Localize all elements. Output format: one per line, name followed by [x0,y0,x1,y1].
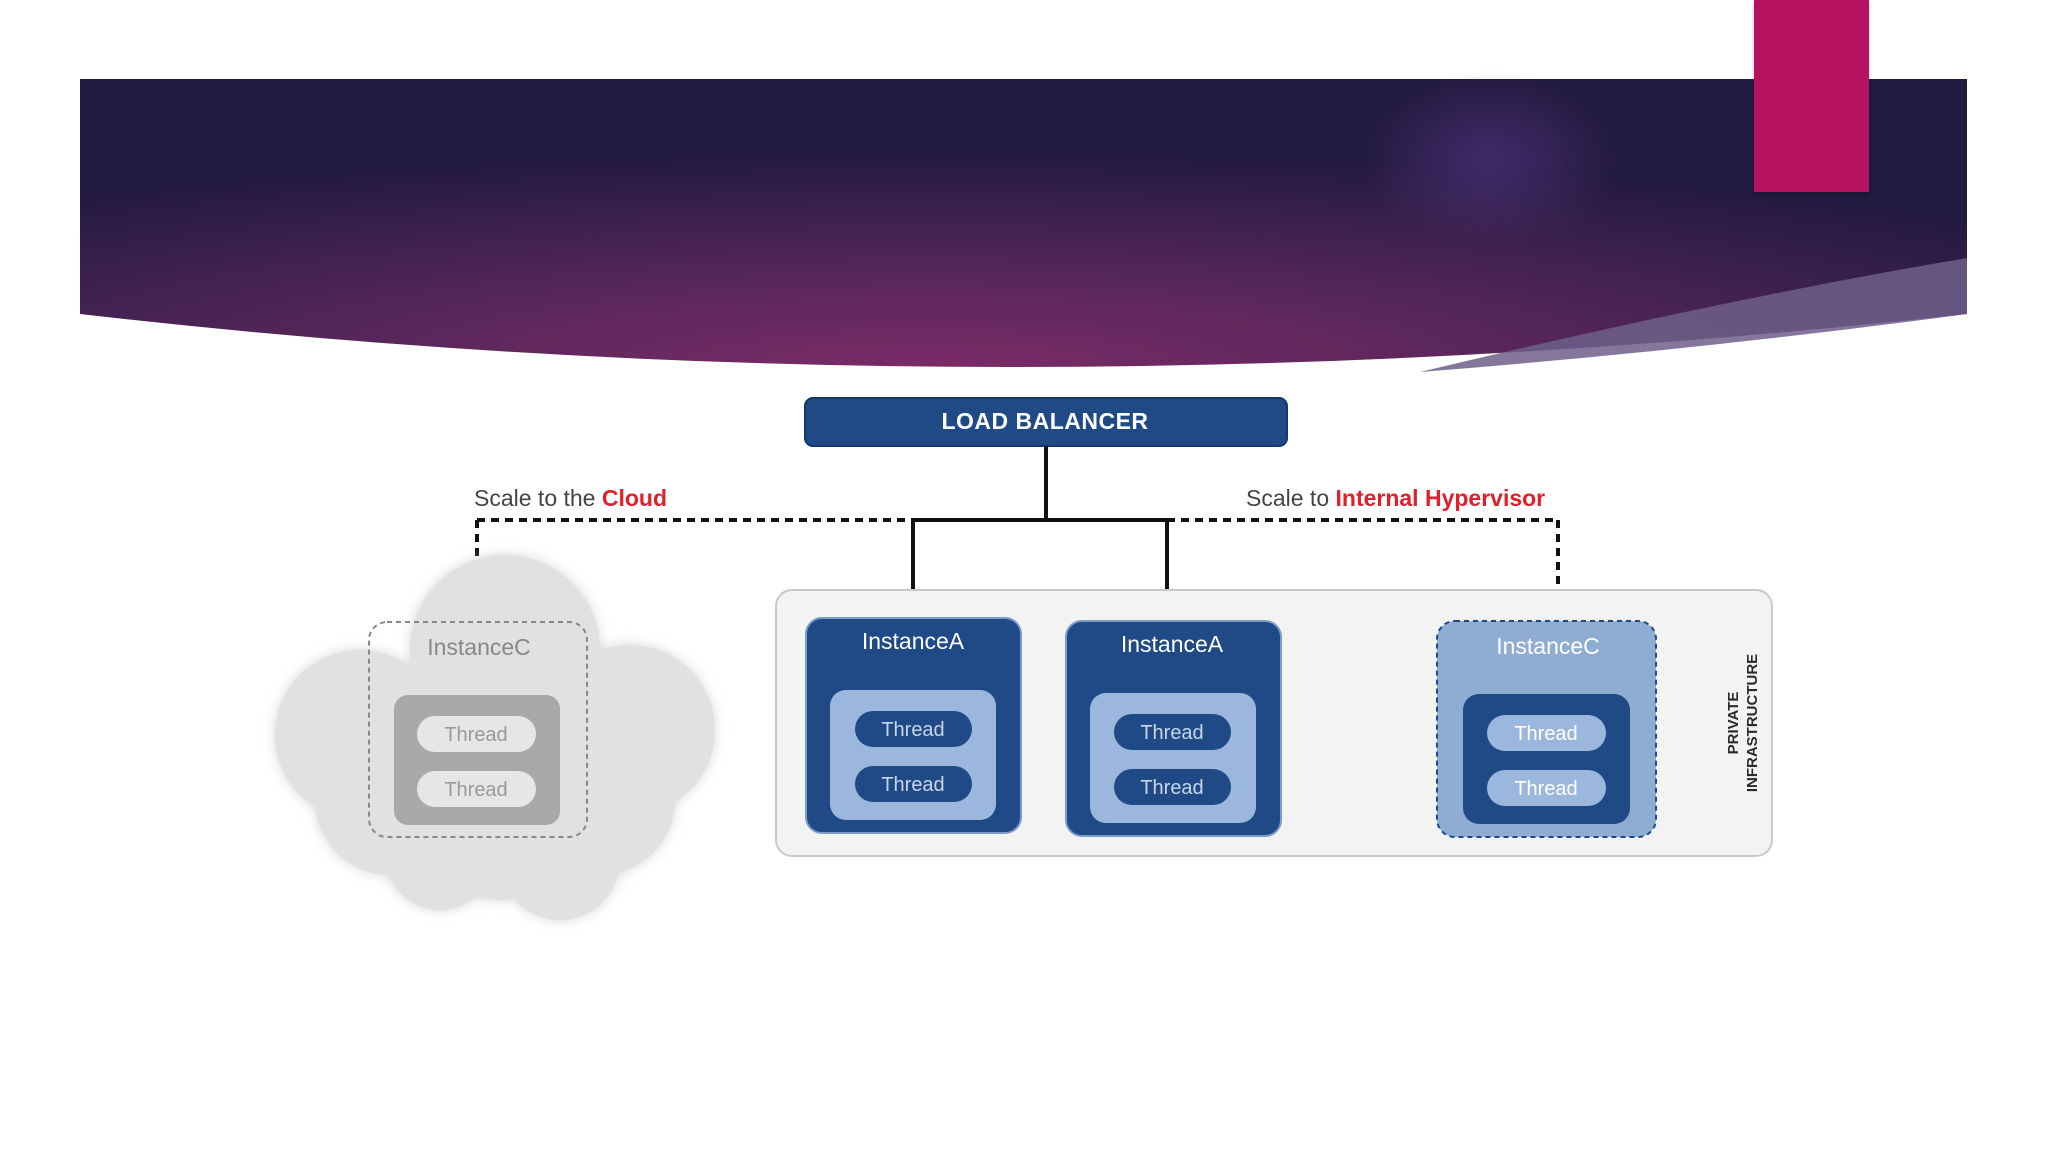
hypervisor-thread-pill [1487,715,1606,751]
banner-swoosh [1420,258,1967,372]
load-balancer: LOAD BALANCER [804,397,1288,447]
scale-to-cloud-label: Scale to the Cloud [474,485,667,511]
cloud-instance-border [368,621,588,838]
instance-a-1-label: InstanceA [862,628,965,654]
instance-a-1-thread-label: Thread [881,719,944,741]
banner-glow [1360,70,1620,250]
cloud-thread-label: Thread [444,724,507,746]
load-balancer-label: LOAD BALANCER [941,408,1148,434]
header-banner [80,70,1967,372]
cloud-thread-pill [417,716,536,752]
hypervisor-instance-label: InstanceC [1496,633,1600,659]
private-infrastructure-label: PRIVATE INFRASTRUCTURE [1725,654,1761,792]
instance-a-1-thread-pill [855,711,972,747]
hypervisor-thread-pill [1487,770,1606,806]
cloud-instance: InstanceC Thread Thread [368,621,588,838]
cloud-instance-label: InstanceC [427,634,531,660]
hypervisor-instance: InstanceC Thread Thread [1436,620,1657,838]
private-label-line2: INFRASTRUCTURE [1744,654,1761,792]
instance-a-2-thread-pill [1114,769,1231,805]
instance-a-2-thread-label: Thread [1140,722,1203,744]
cloud-thread-label: Thread [444,779,507,801]
instance-a-2-label: InstanceA [1121,631,1224,657]
hypervisor-thread-label: Thread [1514,723,1577,745]
instance-a-1-thread-pill [855,766,972,802]
instance-a-2-thread-label: Thread [1140,777,1203,799]
private-label-line1: PRIVATE [1725,692,1742,755]
cloud-thread-pill [417,771,536,807]
instance-a-1-thread-label: Thread [881,774,944,796]
solid-connectors [913,446,1167,614]
instance-a-2-thread-pill [1114,714,1231,750]
scale-to-hypervisor-label: Scale to Internal Hypervisor [1246,485,1545,511]
accent-bar [1754,0,1869,192]
hypervisor-thread-label: Thread [1514,778,1577,800]
instance-a-1: InstanceA Thread Thread [805,617,1022,834]
instance-a-2: InstanceA Thread Thread [1065,620,1282,837]
